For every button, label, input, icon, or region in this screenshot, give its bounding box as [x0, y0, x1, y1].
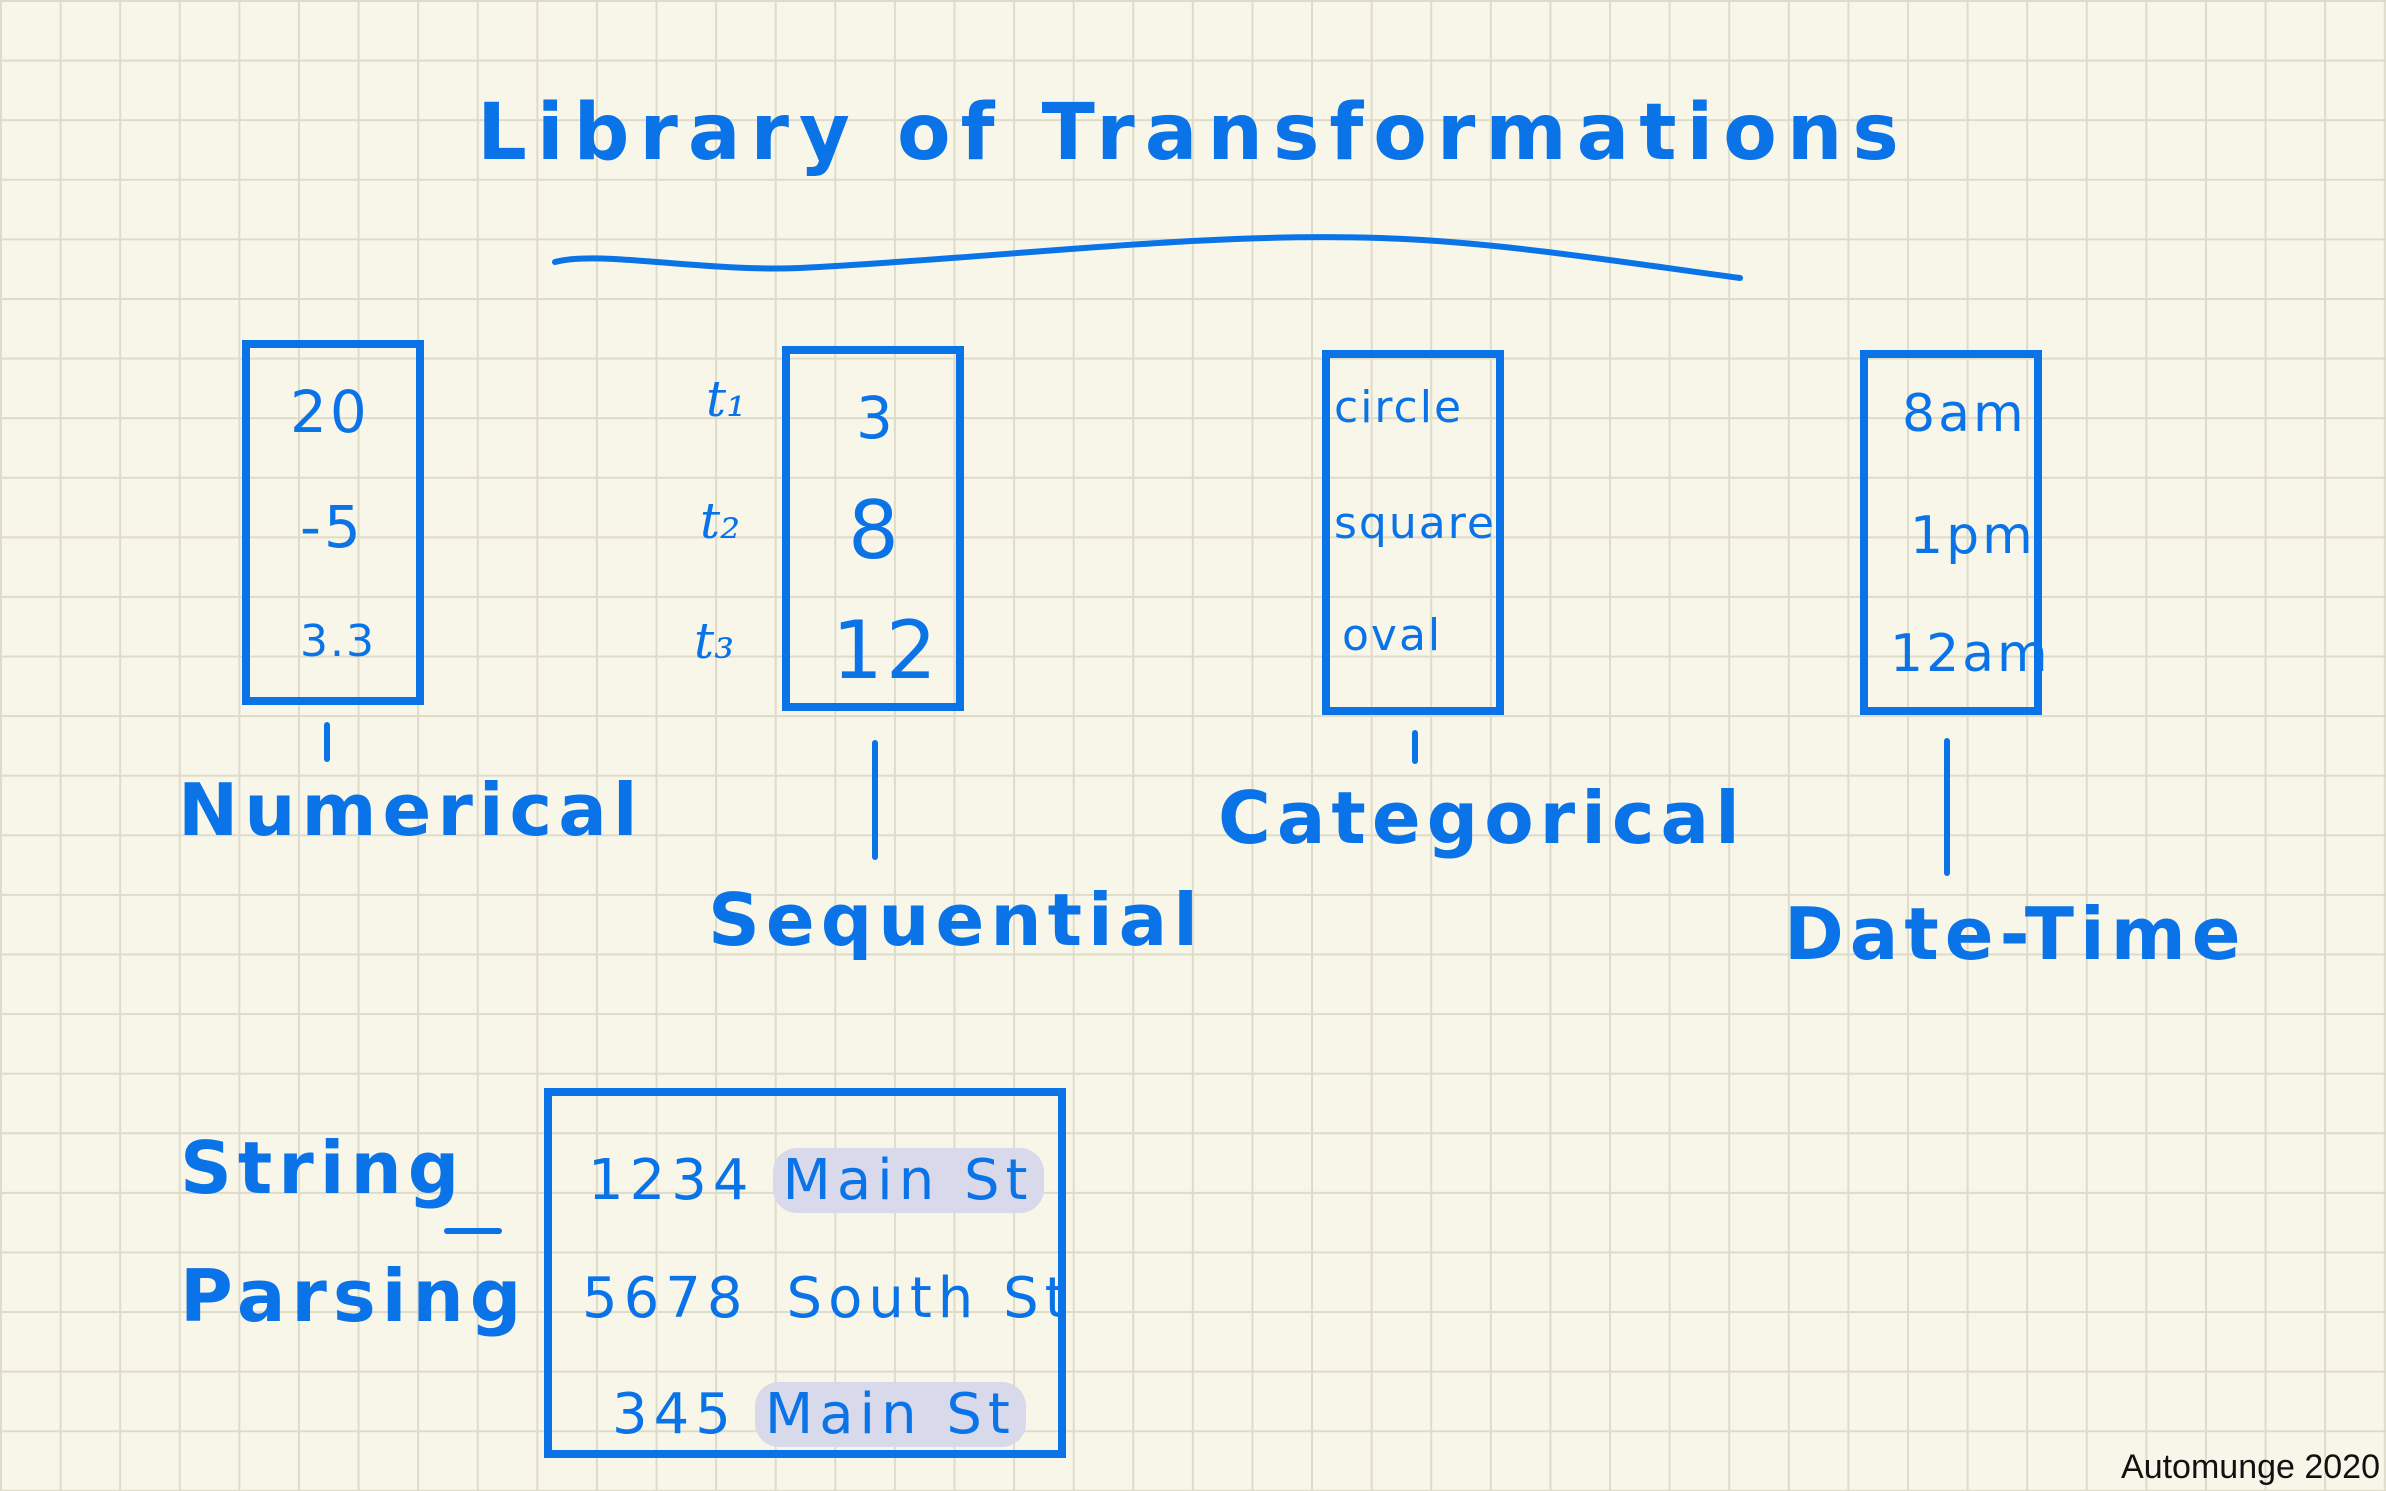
title-underline: [552, 234, 1743, 281]
categorical-value: square: [1334, 498, 1496, 549]
numerical-value: 3.3: [300, 616, 376, 667]
address-row: 5678 South St: [582, 1266, 1073, 1331]
categorical-value: circle: [1334, 382, 1464, 433]
underline-stroke: [552, 234, 1743, 281]
datetime-value: 1pm: [1910, 506, 2036, 566]
address-street: South St: [786, 1266, 1073, 1331]
numerical-value: 20: [290, 378, 370, 446]
sequential-time-label: t₂: [700, 492, 741, 550]
sequential-label: Sequential: [708, 878, 1204, 962]
page-title: Library of Transformations: [477, 88, 1909, 178]
credit-text: Automunge 2020: [2121, 1448, 2380, 1486]
address-number: 1234: [588, 1148, 755, 1213]
sequential-time-label: t₃: [694, 612, 735, 670]
sequential-time-label: t₁: [706, 370, 747, 428]
categorical-value: oval: [1342, 610, 1443, 661]
numerical-connector: [324, 722, 330, 762]
datetime-value: 12am: [1890, 624, 2051, 684]
string-parsing-box: 1234 Main St 5678 South St 345 Main St: [544, 1088, 1067, 1458]
address-number: 345: [612, 1382, 737, 1447]
string-parsing-label-line1: String: [180, 1126, 466, 1210]
sequential-box: 3 8 12: [782, 346, 964, 711]
sequential-value: 8: [848, 484, 902, 577]
sequential-connector: [872, 740, 878, 860]
categorical-box: circle square oval: [1322, 350, 1504, 715]
datetime-box: 8am 1pm 12am: [1860, 350, 2048, 715]
address-row: 1234 Main St: [588, 1148, 1044, 1213]
address-row: 345 Main St: [612, 1382, 1026, 1447]
sequential-value: 12: [832, 604, 940, 697]
numerical-value: -5: [300, 493, 364, 561]
datetime-connector: [1944, 738, 1950, 876]
numerical-label: Numerical: [178, 768, 644, 852]
numerical-box: 20 -5 3.3: [242, 340, 424, 705]
categorical-connector: [1412, 730, 1418, 764]
sequential-value: 3: [856, 384, 896, 452]
address-street-highlighted: Main St: [754, 1382, 1026, 1447]
datetime-label: Date-Time: [1784, 892, 2247, 976]
address-street-highlighted: Main St: [772, 1148, 1044, 1213]
address-number: 5678: [582, 1266, 749, 1331]
string-parsing-label-line2: Parsing: [180, 1254, 528, 1338]
string-parsing-connector: [444, 1228, 502, 1234]
datetime-value: 8am: [1902, 384, 2027, 444]
categorical-label: Categorical: [1218, 776, 1746, 860]
